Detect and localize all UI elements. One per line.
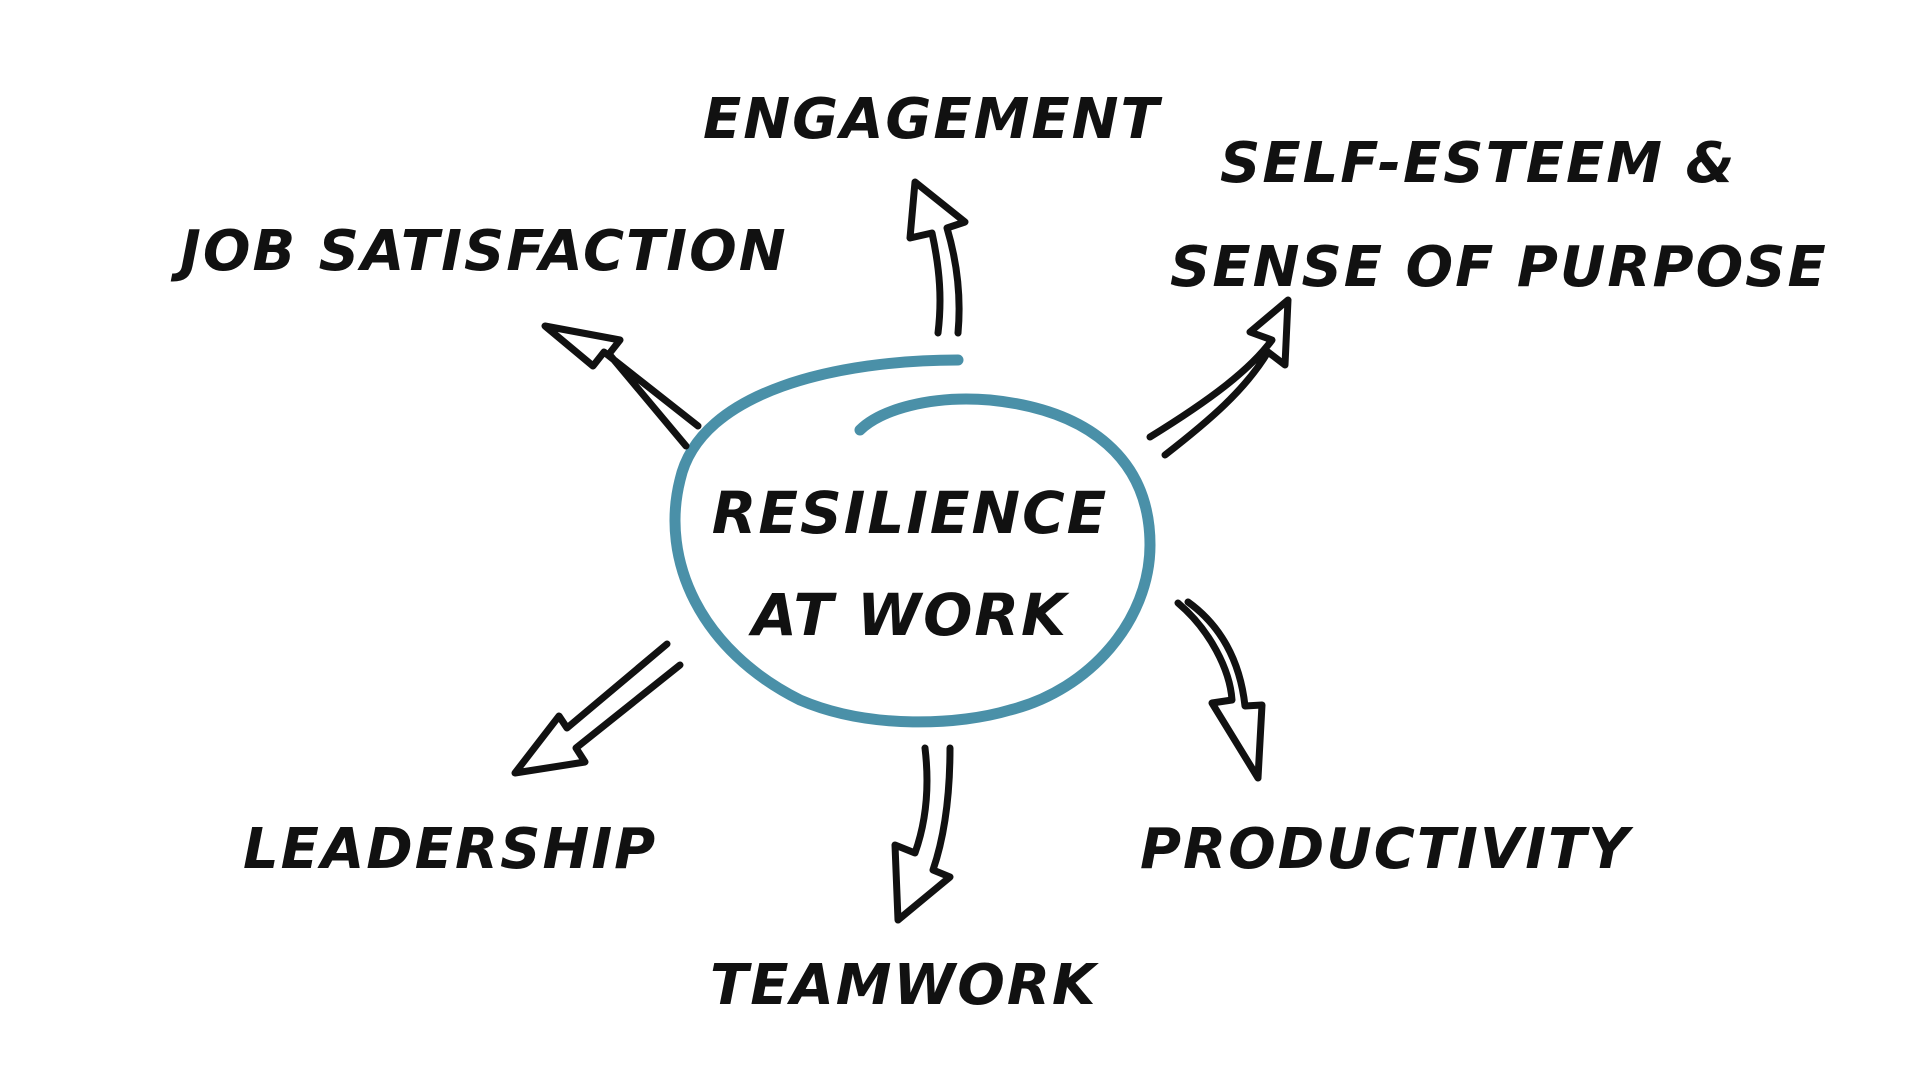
arrow-to-teamwork [891,744,954,924]
arrow-to-leadership [511,640,684,777]
label-teamwork: TEAMWORK [710,953,1098,1018]
center-title-line1: RESILIENCE [711,479,1109,547]
label-self-esteem-line1: SELF-ESTEEM & [1220,131,1737,196]
arrow-to-engagement [906,178,969,337]
label-productivity: PRODUCTIVITY [1140,817,1631,882]
arrow-to-self-esteem [1146,296,1292,459]
label-self-esteem-line2: SENSE OF PURPOSE [1170,235,1828,300]
arrow-to-productivity [1174,598,1266,782]
arrow-to-job-satisfaction [541,322,702,450]
label-engagement: ENGAGEMENT [703,87,1161,152]
label-leadership: LEADERSHIP [243,817,658,882]
center-ring [669,354,1156,728]
label-job-satisfaction: JOB SATISFACTION [180,219,788,284]
ring-outer-stroke [669,354,1156,728]
center-title-line2: AT WORK [752,581,1068,649]
